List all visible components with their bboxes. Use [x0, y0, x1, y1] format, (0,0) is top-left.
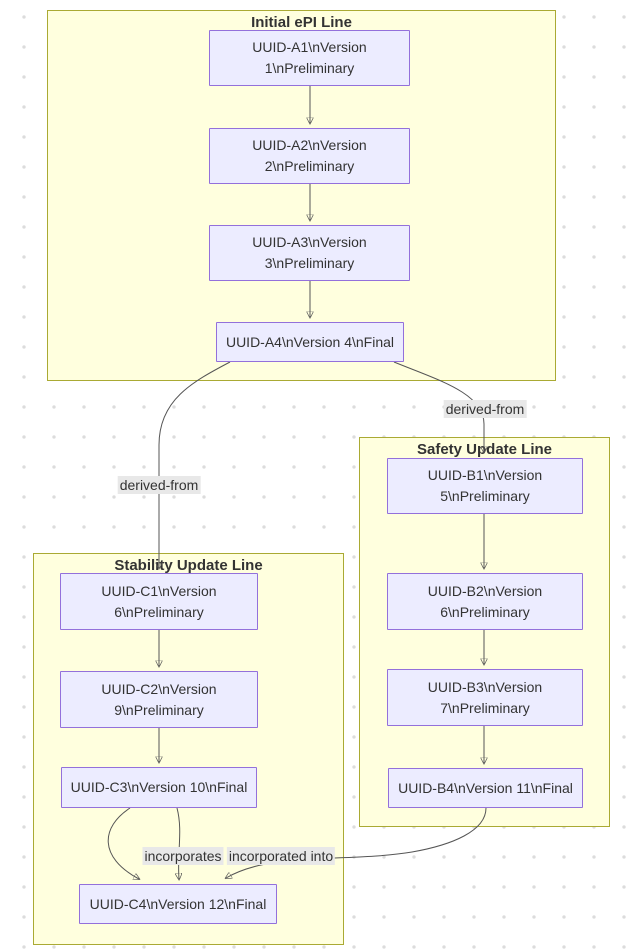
node-uuid-a2: UUID-A2\nVersion 2\nPreliminary — [209, 128, 410, 184]
edge-a4-c1-derived-from — [159, 361, 231, 568]
node-label-uuid-c4: UUID-C4\nVersion 12\nFinal — [89, 895, 267, 912]
cluster-title-safety-update-line: Safety Update Line — [416, 441, 553, 458]
node-label-uuid-a3: UUID-A3\nVersion 3\nPreliminary — [252, 234, 367, 271]
node-label-uuid-b2: UUID-B2\nVersion 6\nPreliminary — [427, 582, 543, 620]
node-uuid-c2: UUID-C2\nVersion 9\nPreliminary — [60, 671, 258, 728]
cluster-title-initial-epi-line: Initial ePI Line — [251, 14, 352, 31]
node-uuid-c3: UUID-C3\nVersion 10\nFinal — [61, 767, 257, 808]
node-uuid-c4: UUID-C4\nVersion 12\nFinal — [79, 884, 277, 924]
node-label-uuid-b3: UUID-B3\nVersion 7\nPreliminary — [427, 678, 543, 716]
node-label-uuid-c1: UUID-C1\nVersion 6\nPreliminary — [101, 582, 217, 620]
edge-label-derived-from-right: derived-from — [443, 400, 527, 418]
node-label-uuid-b1: UUID-B1\nVersion 5\nPreliminary — [427, 467, 543, 504]
node-label-uuid-c2: UUID-C2\nVersion 9\nPreliminary — [101, 680, 217, 718]
edge-label-incorporates: incorporates — [142, 847, 224, 865]
node-uuid-a1: UUID-A1\nVersion 1\nPreliminary — [209, 30, 410, 86]
node-uuid-a4: UUID-A4\nVersion 4\nFinal — [216, 322, 404, 362]
edge-label-incorporated-into: incorporated into — [226, 847, 336, 865]
node-uuid-b3: UUID-B3\nVersion 7\nPreliminary — [387, 669, 583, 726]
node-label-uuid-a2: UUID-A2\nVersion 2\nPreliminary — [252, 137, 367, 174]
node-uuid-b1: UUID-B1\nVersion 5\nPreliminary — [387, 458, 583, 514]
node-label-uuid-c3: UUID-C3\nVersion 10\nFinal — [70, 779, 248, 795]
cluster-title-stability-update-line: Stability Update Line — [114, 557, 263, 574]
node-label-uuid-a1: UUID-A1\nVersion 1\nPreliminary — [252, 39, 367, 76]
node-uuid-b4: UUID-B4\nVersion 11\nFinal — [388, 768, 583, 808]
node-uuid-a3: UUID-A3\nVersion 3\nPreliminary — [209, 225, 410, 281]
node-label-uuid-b4: UUID-B4\nVersion 11\nFinal — [398, 779, 573, 796]
edge-label-derived-from-left: derived-from — [117, 476, 201, 494]
node-label-uuid-a4: UUID-A4\nVersion 4\nFinal — [225, 333, 395, 350]
node-uuid-c1: UUID-C1\nVersion 6\nPreliminary — [60, 573, 258, 630]
node-uuid-b2: UUID-B2\nVersion 6\nPreliminary — [387, 573, 583, 630]
